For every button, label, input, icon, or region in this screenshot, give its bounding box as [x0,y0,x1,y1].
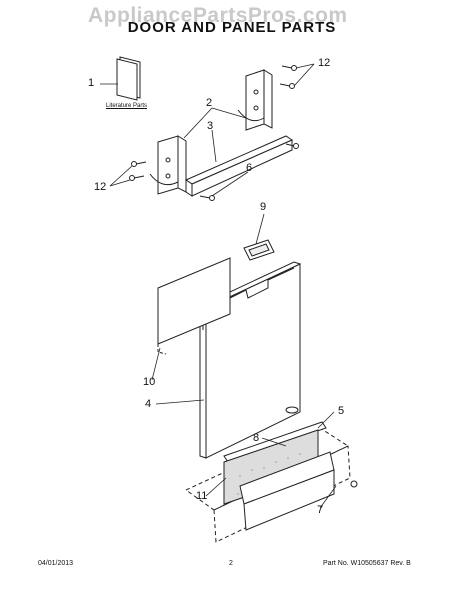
callout-7: 7 [317,504,324,516]
callout-9: 9 [260,201,267,213]
callout-11: 11 [196,490,208,502]
toe-panel [239,451,358,531]
callout-5: 5 [338,405,345,417]
door-insulation-panel [157,257,231,355]
leader-lines [100,63,337,509]
footer-page-number: 2 [229,560,233,567]
footer-part-number: Part No. W10505637 Rev. B [323,560,411,567]
callout-8: 8 [253,432,260,444]
callout-12-bottom: 12 [94,181,107,193]
literature-parts-label: Literature Parts [106,103,148,109]
callout-3: 3 [207,120,214,132]
support-rail [184,135,294,197]
literature-booklet [116,56,141,101]
callout-12-top: 12 [318,57,331,69]
watermark: AppliancePartsPros.com [88,4,348,27]
callout-1: 1 [88,77,95,89]
callout-10: 10 [143,376,156,388]
page-title: DOOR AND PANEL PARTS [127,19,337,36]
right-hinge-bracket [237,69,273,131]
callout-6: 6 [246,162,253,174]
left-hinge-bracket [149,135,187,195]
callout-2: 2 [206,97,213,109]
door-handle-latch [243,239,275,261]
callout-4: 4 [145,398,152,410]
footer-date: 04/01/2013 [38,560,74,567]
